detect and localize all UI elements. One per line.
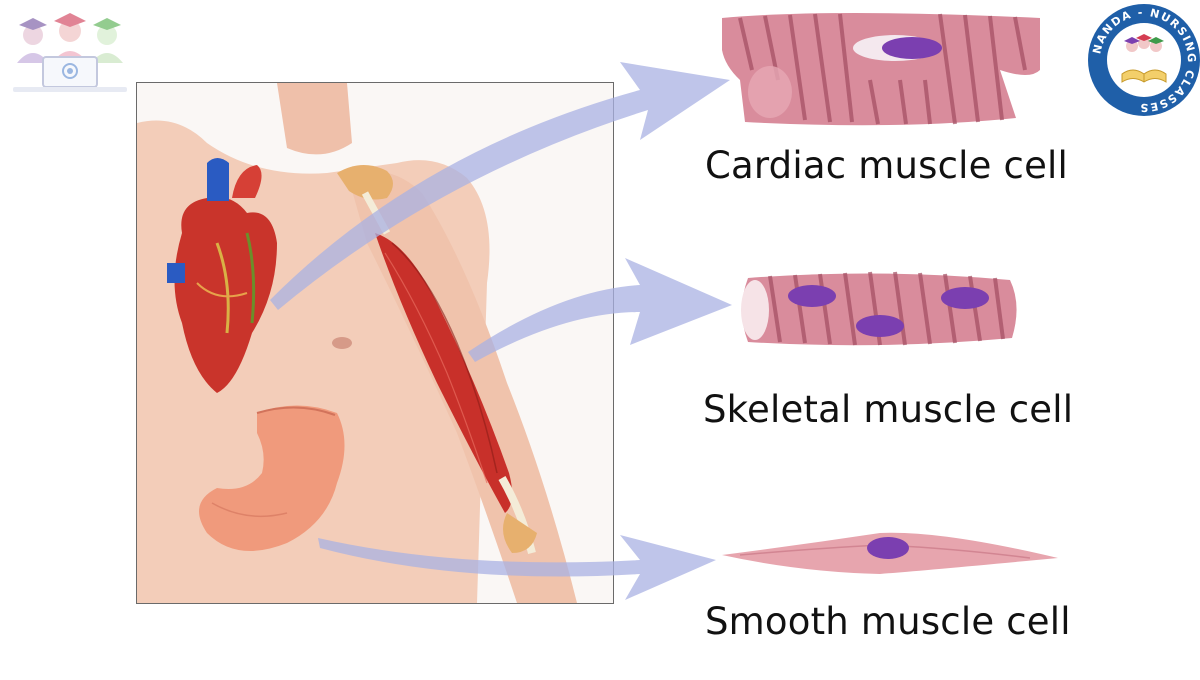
- smooth-label: Smooth muscle cell: [705, 600, 1071, 643]
- cardiac-muscle-cell: [722, 13, 1040, 126]
- students-laptop-icon: [13, 13, 127, 92]
- smooth-muscle-cell: [722, 532, 1058, 574]
- arrow-arm-to-skeletal: [468, 258, 732, 362]
- arrow-stomach-to-smooth: [318, 535, 716, 600]
- anatomy-panel: [136, 82, 614, 604]
- skeletal-label: Skeletal muscle cell: [703, 388, 1074, 431]
- nanda-nursing-classes-logo: NANDA - NURSING CLASSES: [1088, 4, 1200, 116]
- cardiac-label: Cardiac muscle cell: [705, 144, 1068, 187]
- torso-arm-illustration: [137, 83, 577, 603]
- arrow-heart-to-cardiac: [270, 62, 730, 310]
- skeletal-muscle-cell: [741, 271, 1017, 346]
